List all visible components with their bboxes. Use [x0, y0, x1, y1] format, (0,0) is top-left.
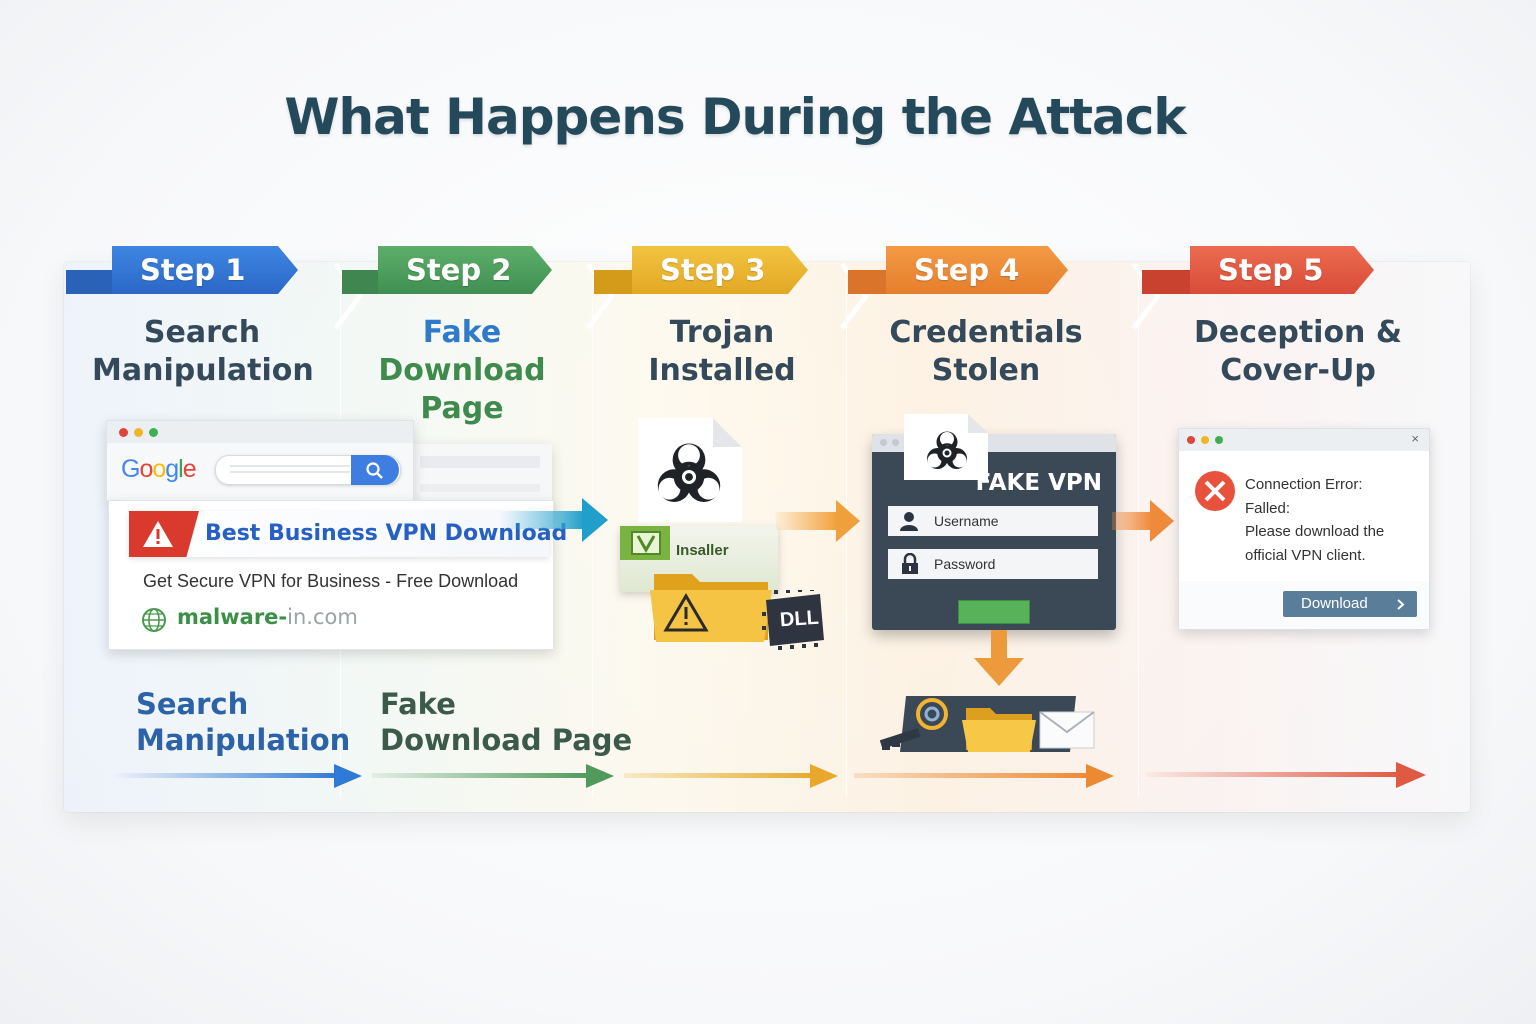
placeholder-bar	[420, 484, 540, 492]
password-placeholder: Password	[934, 556, 996, 572]
error-dialog: × Connection Error: Falled: Please downl…	[1178, 428, 1430, 630]
ad-url[interactable]: malware-in.com	[177, 605, 358, 629]
ad-description: Get Secure VPN for Business - Free Downl…	[143, 571, 519, 591]
bottom-arrow-step1	[112, 764, 362, 788]
malicious-file	[904, 414, 988, 480]
step-1-tab: Step 1	[112, 246, 298, 294]
dll-label: DLL	[779, 606, 820, 632]
flow-arrow-step3-to-step4	[776, 500, 860, 542]
bottom-arrow-step4	[854, 764, 1114, 788]
window-close-dot[interactable]	[119, 428, 128, 437]
ad-url-main: malware-	[177, 605, 288, 629]
biohazard-icon	[927, 431, 967, 469]
column-divider	[1138, 278, 1139, 798]
search-icon	[366, 462, 383, 479]
step-4-tab: Step 4	[886, 246, 1068, 294]
column-divider	[592, 278, 593, 798]
step-2-heading-line2: Download Page	[378, 353, 546, 426]
search-browser-window: Google	[106, 420, 414, 502]
bottom-label-fake-download-page: Fake Download Page	[380, 686, 632, 758]
down-arrow-icon	[974, 630, 1024, 686]
step-2-tab: Step 2	[378, 246, 552, 294]
step-5-heading-line2: Cover-Up	[1220, 353, 1376, 388]
vpn-title: FAKE VPN	[975, 470, 1102, 496]
ad-title-bar[interactable]: Best Business VPN Download	[129, 511, 567, 557]
malicious-file	[638, 418, 742, 522]
step-1-heading-line2: Manipulation	[92, 353, 314, 388]
dialog-close-button[interactable]: ×	[1411, 431, 1419, 446]
column-divider	[846, 278, 847, 798]
step-1-heading-line1: Search	[143, 315, 261, 350]
sponsored-search-result[interactable]: Best Business VPN Download Get Secure VP…	[108, 500, 567, 650]
error-line-1: Connection Error:	[1245, 476, 1363, 493]
bottom-label-search-manipulation: Search Manipulation	[136, 686, 350, 758]
window-minimize-dot[interactable]	[1201, 436, 1209, 444]
bottom-label-right-line1: Fake	[380, 687, 456, 721]
error-line-4: official VPN client.	[1245, 546, 1366, 564]
step-2-heading: Fake Download Page	[352, 314, 572, 428]
error-line-2: Falled:	[1245, 499, 1291, 517]
installer-label: Insaller	[676, 542, 729, 559]
step-4-heading-line2: Stolen	[931, 353, 1041, 388]
error-line-3: Please download the	[1245, 523, 1385, 540]
google-logo: Google	[121, 455, 197, 483]
user-icon	[900, 512, 918, 531]
browser-titlebar	[107, 421, 413, 443]
ad-url-rest: in.com	[287, 605, 358, 629]
step-5-tab: Step 5	[1190, 246, 1374, 294]
bottom-arrow-step3	[624, 764, 838, 788]
placeholder-bar	[420, 456, 540, 468]
step-2-heading-line1: Fake	[422, 315, 502, 350]
error-icon	[1195, 471, 1235, 511]
error-message: Connection Error: Falled: Please downloa…	[1245, 473, 1384, 567]
window-maximize-dot[interactable]	[149, 428, 158, 437]
search-button[interactable]	[351, 455, 399, 485]
dialog-titlebar	[1179, 429, 1429, 451]
lock-icon	[902, 553, 918, 574]
flow-arrow-step4-to-step5	[1112, 500, 1174, 542]
folder-warning-icon	[650, 574, 772, 642]
step-5-heading: Deception & Cover-Up	[1170, 314, 1426, 390]
username-placeholder: Username	[934, 513, 999, 529]
chevron-right-icon	[1397, 599, 1405, 610]
username-field[interactable]: Username	[888, 506, 1098, 536]
step-3-tab: Step 3	[632, 246, 808, 294]
bottom-label-left-line1: Search	[136, 687, 249, 721]
biohazard-icon	[657, 443, 721, 502]
window-close-dot[interactable]	[1187, 436, 1195, 444]
search-input-line	[230, 465, 350, 467]
bottom-label-left-line2: Manipulation	[136, 723, 351, 757]
step-1-heading: Search Manipulation	[92, 314, 314, 390]
search-input-line	[230, 471, 350, 473]
bottom-arrow-step5	[1146, 762, 1426, 788]
step-4-heading-line1: Credentials	[889, 315, 1083, 350]
stolen-data-tray	[880, 696, 1095, 752]
step-3-heading-line1: Trojan	[669, 315, 775, 350]
step-3-heading-line2: Installed	[648, 353, 796, 388]
flow-arrow-step1-to-step3	[500, 498, 608, 542]
bottom-label-right-line2: Download Page	[380, 723, 633, 757]
window-dot	[880, 439, 887, 446]
installer-check-icon	[631, 531, 661, 555]
step-4-heading: Credentials Stolen	[866, 314, 1106, 390]
dll-chip-icon	[762, 590, 824, 650]
step-3-heading: Trojan Installed	[612, 314, 832, 390]
vpn-connect-button[interactable]	[958, 600, 1030, 624]
download-button[interactable]: Download	[1283, 591, 1417, 617]
globe-icon	[142, 608, 166, 632]
window-maximize-dot[interactable]	[1215, 436, 1223, 444]
step-5-heading-line1: Deception &	[1193, 315, 1403, 350]
window-dot	[892, 439, 899, 446]
page-title: What Happens During the Attack	[284, 88, 1186, 146]
window-minimize-dot[interactable]	[134, 428, 143, 437]
bottom-arrow-step2	[372, 764, 614, 788]
download-button-label: Download	[1301, 595, 1368, 612]
warning-icon	[143, 521, 173, 547]
password-field[interactable]: Password	[888, 549, 1098, 579]
